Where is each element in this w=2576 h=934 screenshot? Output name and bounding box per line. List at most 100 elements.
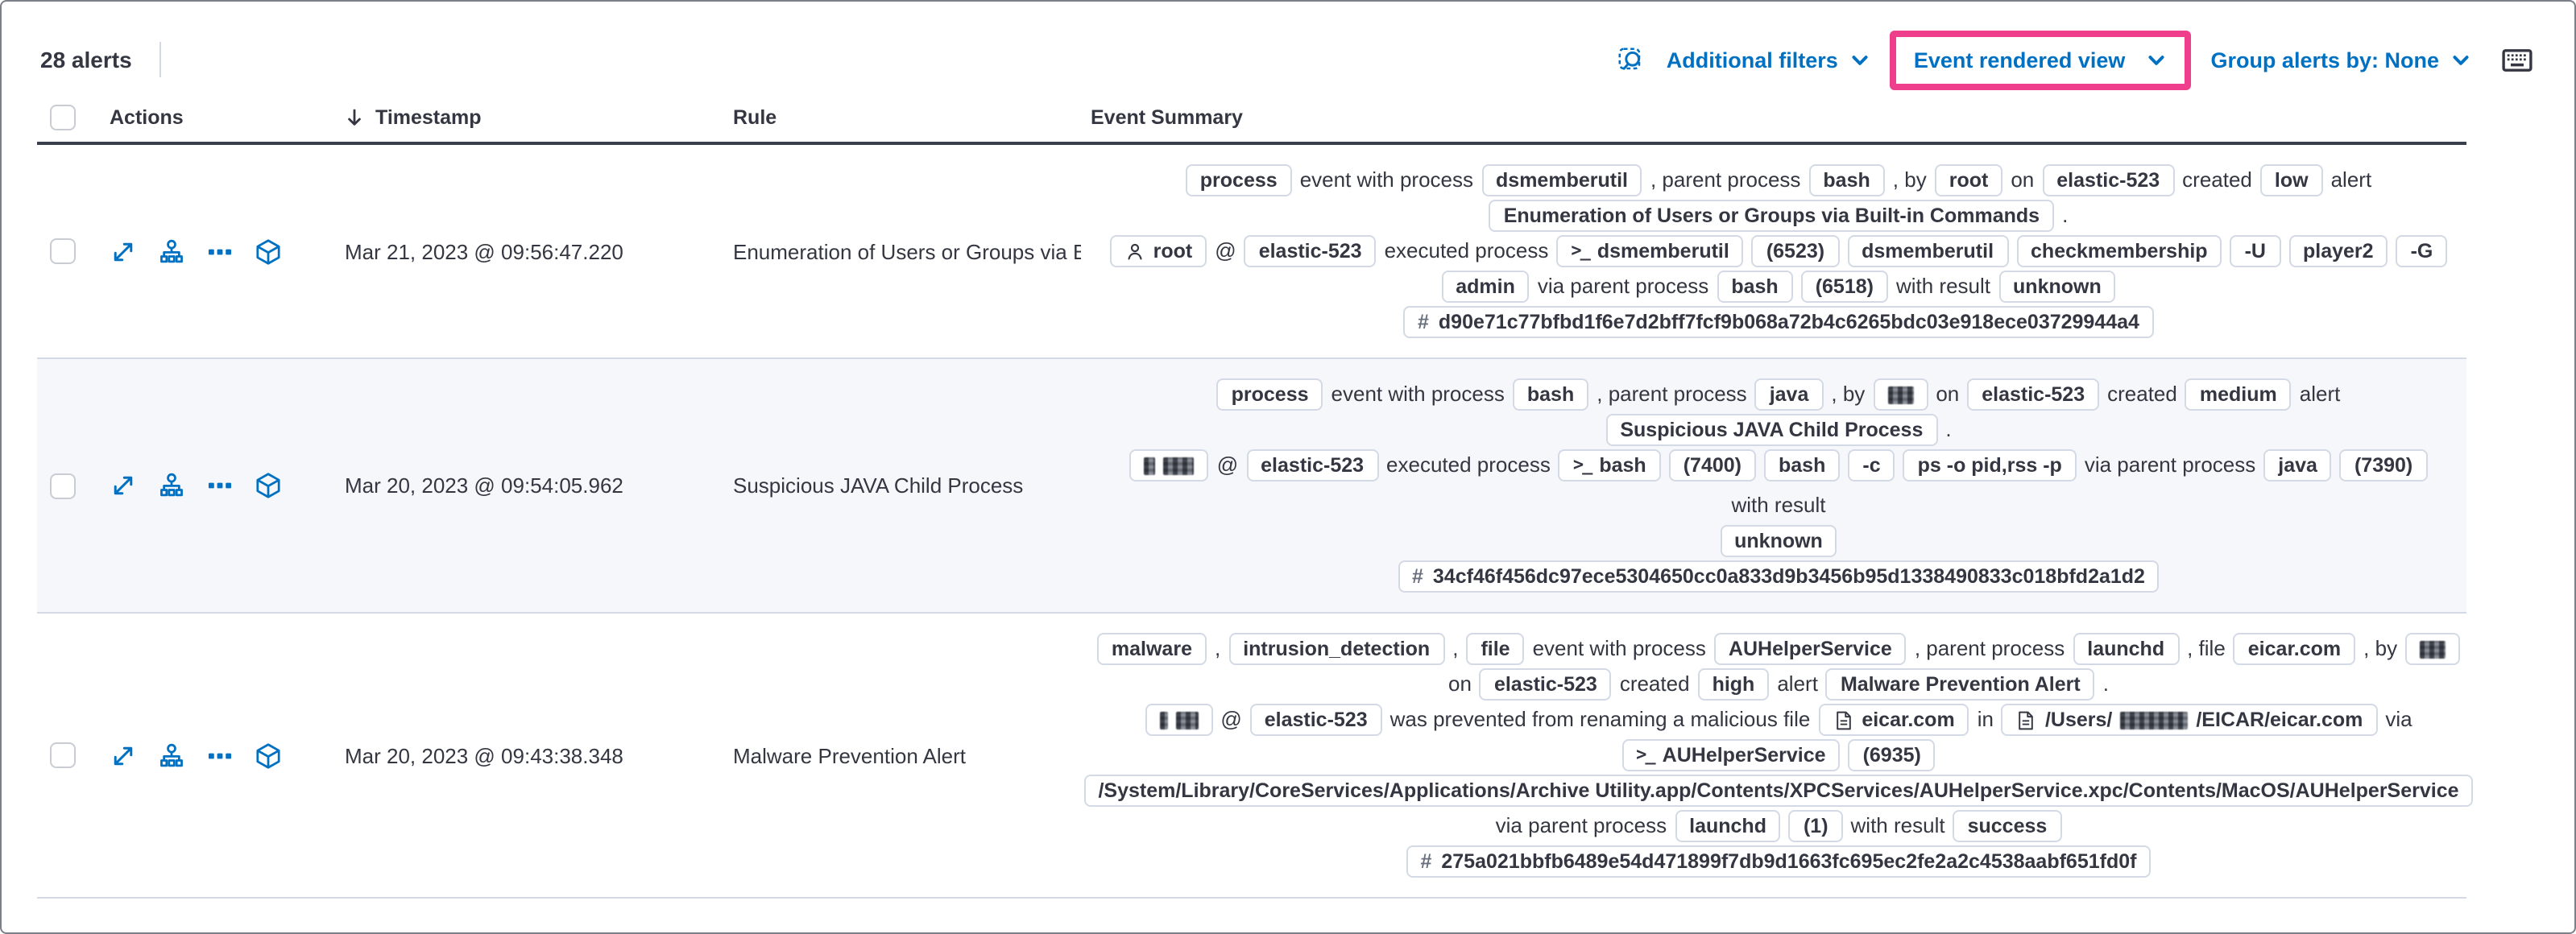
analyze-event-button[interactable]	[158, 238, 185, 265]
summary-badge[interactable]: elastic-523	[1249, 704, 1382, 736]
summary-badge[interactable]: /Users//EICAR/eicar.com	[2001, 704, 2378, 736]
summary-badge[interactable]: elastic-523	[1244, 235, 1377, 267]
summary-badge[interactable]: checkmembership	[2016, 235, 2222, 267]
keyboard-shortcuts-button[interactable]	[2502, 48, 2533, 72]
terminal-icon: >_	[1572, 454, 1593, 475]
view-selector-button[interactable]: Event rendered view	[1914, 48, 2168, 72]
summary-badge[interactable]: (6935)	[1848, 739, 1936, 771]
summary-badge[interactable]: -U	[2230, 235, 2280, 267]
summary-badge[interactable]: Malware Prevention Alert	[1825, 668, 2095, 700]
row-timestamp: Mar 20, 2023 @ 09:54:05.962	[345, 473, 623, 498]
additional-filters-button[interactable]: Additional filters	[1667, 48, 1870, 72]
summary-badge[interactable]: >_bash	[1558, 449, 1661, 481]
summary-badge[interactable]: java	[1754, 378, 1824, 411]
group-alerts-by-button[interactable]: Group alerts by: None	[2210, 48, 2471, 72]
expand-alert-button[interactable]	[110, 472, 137, 499]
summary-text: ,	[1214, 636, 1221, 660]
badge-label: java	[2278, 454, 2317, 477]
summary-badge[interactable]: eicar.com	[1818, 704, 1969, 736]
summary-badge[interactable]: (7390)	[2339, 449, 2428, 481]
inspect-button[interactable]	[1618, 46, 1646, 73]
summary-badge[interactable]: #275a021bbfb6489e54d471899f7db9d1663fc69…	[1406, 845, 2151, 878]
group-alerts-by-label: Group alerts by: None	[2210, 48, 2439, 72]
summary-badge[interactable]: success	[1953, 810, 2062, 842]
summary-badge[interactable]: >_dsmemberutil	[1556, 235, 1744, 267]
summary-badge[interactable]: elastic-523	[2042, 164, 2175, 196]
summary-badge[interactable]: player2	[2288, 235, 2388, 267]
more-actions-button[interactable]	[206, 472, 234, 499]
summary-badge[interactable]: elastic-523	[1479, 668, 1612, 700]
summary-badge[interactable]: -c	[1848, 449, 1895, 481]
summary-badge[interactable]	[1873, 378, 1928, 411]
summary-badge[interactable]: launchd	[2073, 633, 2180, 665]
select-all-checkbox[interactable]	[50, 105, 76, 130]
summary-badge[interactable]: unknown	[1998, 271, 2116, 303]
summary-badge[interactable]: eicar.com	[2233, 633, 2356, 665]
session-view-button[interactable]	[255, 472, 282, 499]
badge-label: -G	[2410, 240, 2433, 262]
summary-badge[interactable]: -G	[2396, 235, 2448, 267]
summary-badge[interactable]	[1129, 449, 1209, 481]
summary-badge[interactable]: (1)	[1788, 810, 1843, 842]
summary-badge[interactable]: /System/Library/CoreServices/Application…	[1083, 775, 2474, 807]
summary-badge[interactable]: high	[1697, 668, 1770, 700]
summary-badge[interactable]: elastic-523	[1967, 378, 2100, 411]
summary-line: #d90e71c77bfbd1f6e7d2bff7fcf9b068a72b4c6…	[1091, 306, 2466, 338]
summary-badge[interactable]: #34cf46f456dc97ece5304650cc0a833d9b3456b…	[1398, 560, 2160, 593]
summary-badge[interactable]: #d90e71c77bfbd1f6e7d2bff7fcf9b068a72b4c6…	[1403, 306, 2154, 338]
summary-badge[interactable]: root	[1934, 164, 2003, 196]
summary-badge[interactable]	[2405, 633, 2461, 665]
summary-badge[interactable]: dsmemberutil	[1847, 235, 2009, 267]
column-header-timestamp[interactable]: Timestamp	[332, 106, 719, 129]
row-checkbox[interactable]	[50, 742, 76, 768]
summary-text: with result	[1850, 813, 1945, 837]
row-checkbox[interactable]	[50, 238, 76, 264]
summary-badge[interactable]: (7400)	[1668, 449, 1756, 481]
session-view-button[interactable]	[255, 238, 282, 265]
summary-badge[interactable]: bash	[1808, 164, 1885, 196]
more-actions-button[interactable]	[206, 742, 234, 769]
summary-badge[interactable]	[1145, 704, 1213, 736]
session-view-button[interactable]	[255, 742, 282, 769]
summary-badge[interactable]: launchd	[1675, 810, 1781, 842]
summary-badge[interactable]: file	[1466, 633, 1525, 665]
badge-label: Enumeration of Users or Groups via Built…	[1503, 205, 2040, 227]
summary-badge[interactable]: medium	[2185, 378, 2292, 411]
summary-badge[interactable]: unknown	[1720, 525, 1837, 557]
summary-badge[interactable]: >_AUHelperService	[1621, 739, 1841, 771]
summary-badge[interactable]: java	[2263, 449, 2332, 481]
row-checkbox[interactable]	[50, 473, 76, 498]
expand-alert-button[interactable]	[110, 742, 137, 769]
summary-badge[interactable]: bash	[1512, 378, 1589, 411]
summary-badge[interactable]: dsmemberutil	[1481, 164, 1642, 196]
chevron-down-icon	[2453, 55, 2469, 64]
summary-text: alert	[2299, 382, 2341, 406]
summary-badge[interactable]: bash	[1717, 271, 1793, 303]
summary-text: alert	[1777, 672, 1818, 696]
row-actions	[98, 238, 332, 265]
summary-badge[interactable]: elastic-523	[1246, 449, 1379, 481]
summary-badge[interactable]: Enumeration of Users or Groups via Built…	[1489, 200, 2055, 232]
file-icon	[1836, 710, 1851, 729]
summary-badge[interactable]: ps -o pid,rss -p	[1903, 449, 2077, 481]
summary-badge[interactable]: bash	[1764, 449, 1841, 481]
summary-badge[interactable]: (6523)	[1751, 235, 1840, 267]
summary-text: created	[1619, 672, 1690, 696]
summary-badge[interactable]: malware	[1096, 633, 1207, 665]
analyze-event-button[interactable]	[158, 472, 185, 499]
more-actions-button[interactable]	[206, 238, 234, 265]
summary-badge[interactable]: admin	[1441, 271, 1530, 303]
summary-badge[interactable]: low	[2259, 164, 2323, 196]
analyze-event-button[interactable]	[158, 742, 185, 769]
summary-badge[interactable]: process	[1216, 378, 1323, 411]
summary-badge[interactable]: root	[1109, 235, 1207, 267]
summary-badge[interactable]: process	[1185, 164, 1292, 196]
summary-badge[interactable]: Suspicious JAVA Child Process	[1605, 414, 1938, 446]
expand-alert-button[interactable]	[110, 238, 137, 265]
summary-badge[interactable]: AUHelperService	[1713, 633, 1907, 665]
summary-badge[interactable]: (6518)	[1800, 271, 1888, 303]
summary-badge[interactable]: intrusion_detection	[1228, 633, 1445, 665]
column-header-timestamp-label: Timestamp	[375, 106, 482, 129]
